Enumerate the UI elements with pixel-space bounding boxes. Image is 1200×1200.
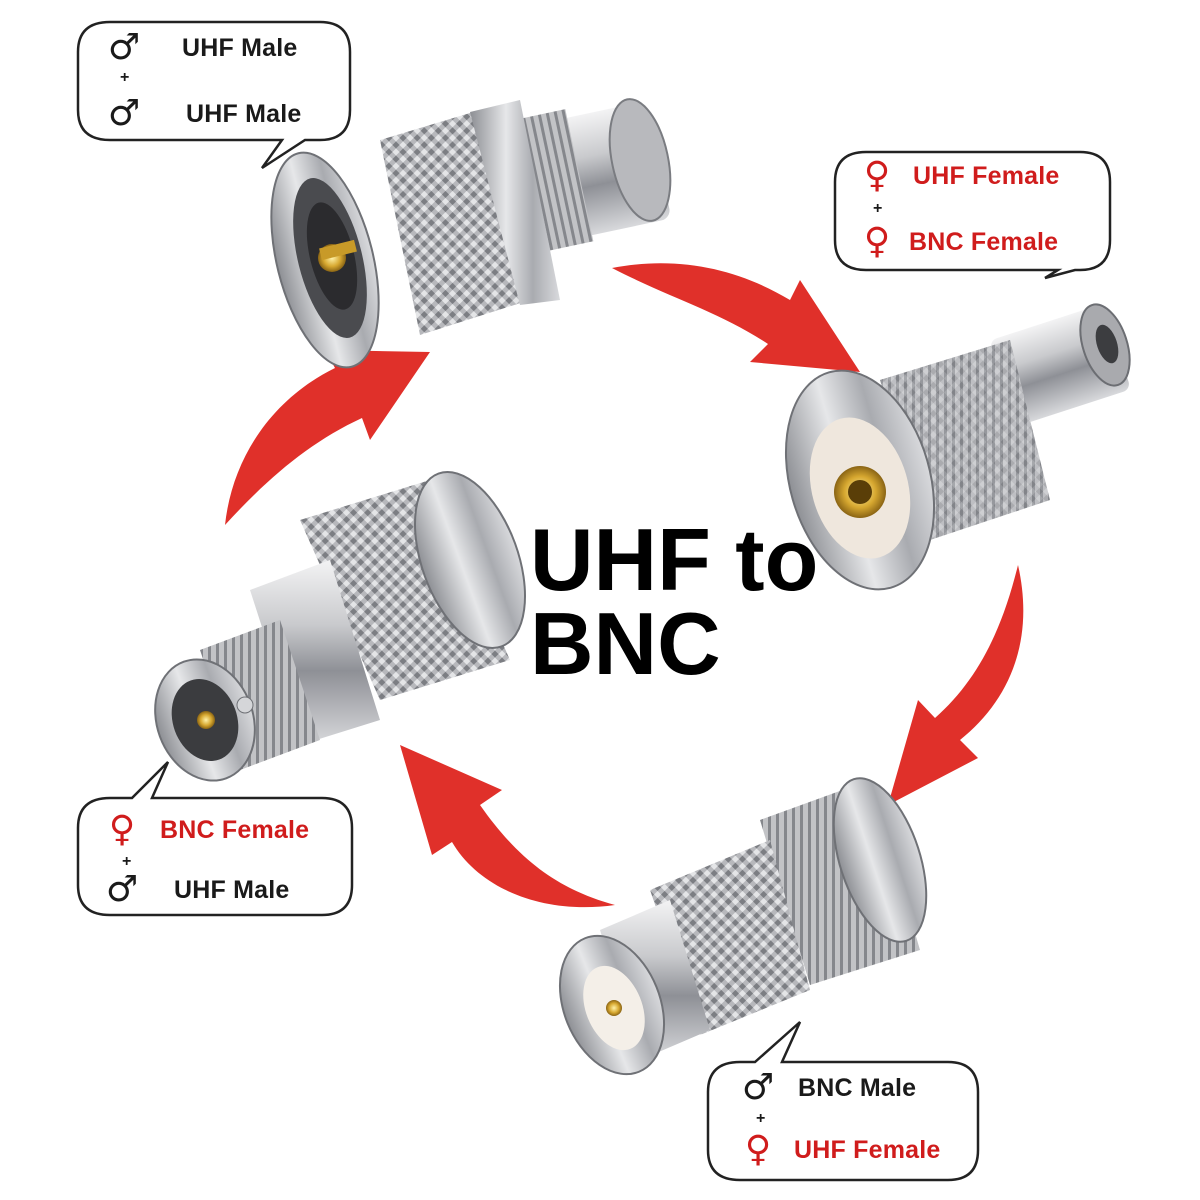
- plus-sign: +: [120, 69, 130, 86]
- callout-bottom-right: ♂ BNC Male + ♀ UHF Female: [708, 1062, 978, 1180]
- callout-outlines: [76, 20, 1112, 1182]
- title-line-1: UHF to: [530, 510, 819, 609]
- plus-sign: +: [873, 200, 883, 217]
- arrow-right-to-bottom: [888, 565, 1024, 805]
- bubble-shape-bottom-left: [76, 761, 354, 917]
- center-title: UHF to BNC: [530, 510, 819, 693]
- female-symbol-icon: ♀: [863, 221, 891, 262]
- callout-top-right: ♀ UHF Female + ♀ BNC Female: [835, 152, 1110, 270]
- title-line-2: BNC: [530, 594, 721, 693]
- callout-label: UHF Male: [182, 33, 298, 62]
- male-symbol-icon: ♂: [107, 93, 141, 134]
- male-symbol-icon: ♂: [741, 1067, 775, 1108]
- adapter-bnc-male-uhf-female: [558, 777, 928, 1076]
- callout-label: UHF Male: [174, 875, 290, 904]
- callout-label: BNC Female: [909, 227, 1059, 256]
- arrow-left-to-top: [225, 350, 430, 525]
- male-symbol-icon: ♂: [105, 869, 139, 910]
- male-symbol-icon: ♂: [107, 27, 141, 68]
- callout-bottom-left: ♀ BNC Female + ♂ UHF Male: [78, 798, 352, 915]
- female-symbol-icon: ♀: [863, 155, 891, 196]
- callout-label: UHF Male: [186, 99, 302, 128]
- adapter-uhf-male-bnc-male: [270, 98, 672, 369]
- callout-label: UHF Female: [794, 1135, 941, 1164]
- bubble-shape-bottom-right: [706, 1021, 980, 1182]
- arrows: [225, 263, 1024, 908]
- adapter-uhf-female-bnc-female: [784, 303, 1131, 591]
- female-symbol-icon: ♀: [108, 809, 136, 850]
- callout-label: UHF Female: [913, 161, 1060, 190]
- female-symbol-icon: ♀: [744, 1129, 772, 1170]
- callout-top-left: ♂ UHF Male + ♂ UHF Male: [78, 22, 350, 140]
- adapter-bnc-female-uhf-male: [154, 471, 526, 782]
- arrow-bottom-to-left: [400, 745, 615, 908]
- arrow-top-to-right: [612, 263, 860, 372]
- plus-sign: +: [122, 853, 132, 870]
- callout-label: BNC Male: [798, 1073, 917, 1102]
- callout-label: BNC Female: [160, 815, 310, 844]
- plus-sign: +: [756, 1110, 766, 1127]
- bubble-shape-top-right: [833, 150, 1112, 280]
- bubble-shape-top-left: [76, 20, 352, 170]
